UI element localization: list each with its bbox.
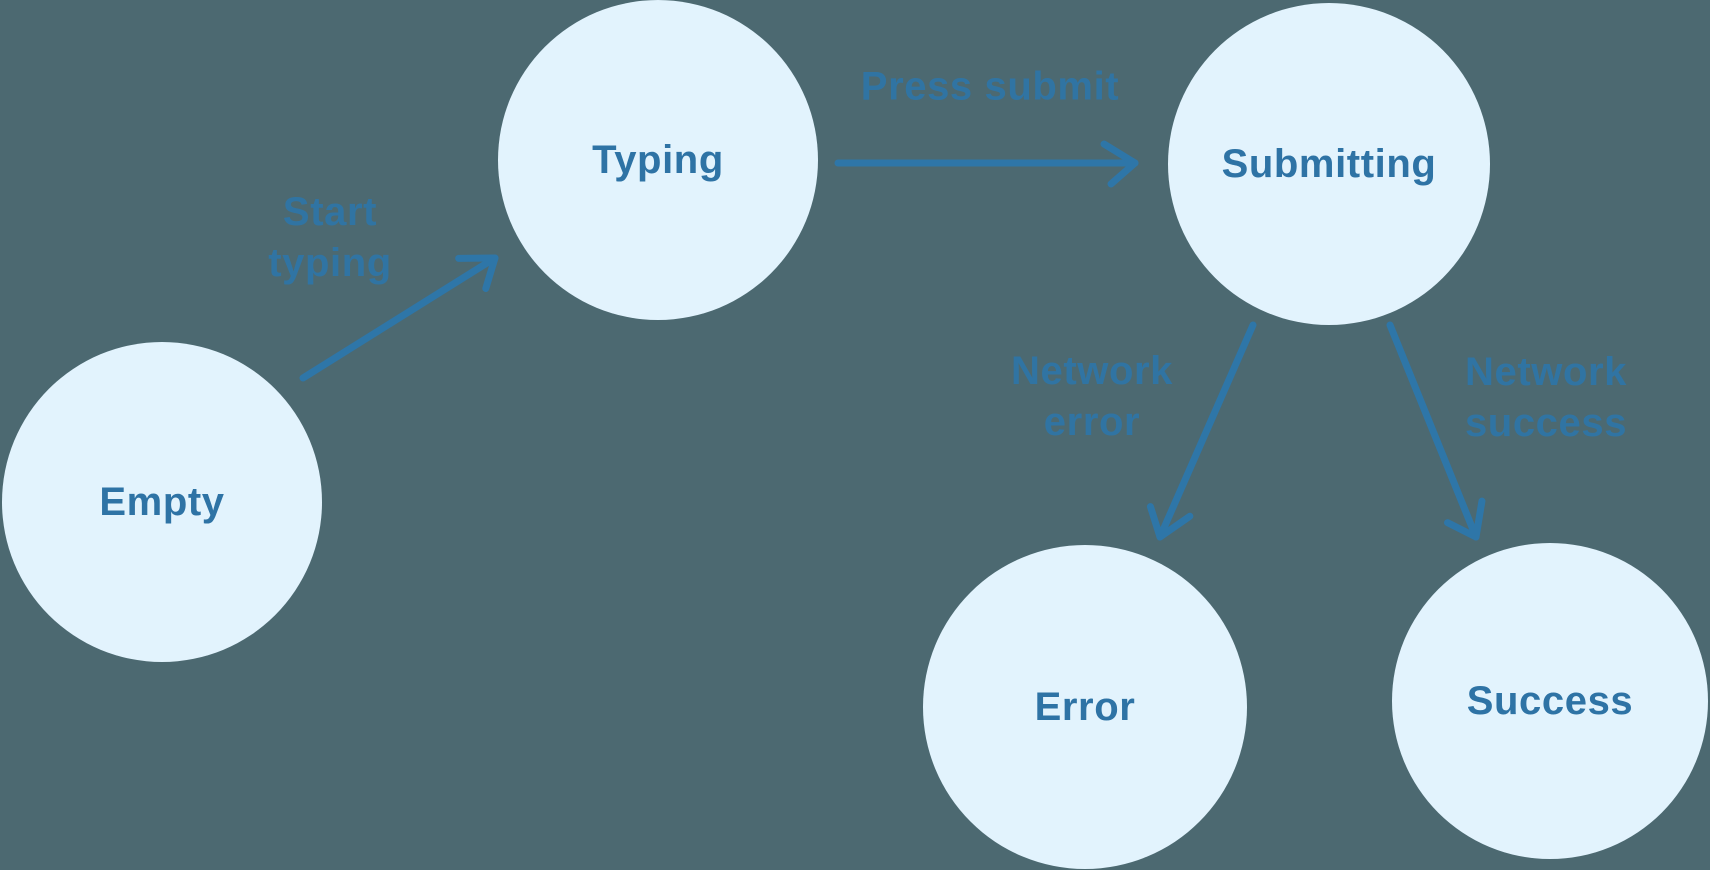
state-node-label: Empty [99,479,225,524]
state-node-label: Submitting [1221,141,1437,186]
edge-submitting-to-error-arrow [1146,321,1257,541]
edge-label-network-success: Network success [1465,347,1627,449]
edge-submitting-to-success-arrow [1386,321,1486,541]
edge-label-line: Network [1010,348,1174,393]
state-node-empty: Empty [2,342,322,662]
edge-label-line: typing [268,241,392,285]
state-node-success: Success [1392,543,1708,859]
edge-label-line: Start [282,189,378,234]
state-node-label: Error [1034,684,1136,729]
edge-label-line: Network [1464,349,1627,394]
edge-label-line: error [1043,400,1141,444]
edge-label-start-typing: Start typing [268,187,392,289]
state-node-label: Typing [592,137,724,182]
state-node-submitting: Submitting [1168,3,1490,325]
state-node-label: Success [1466,678,1634,723]
edge-label-line: success [1464,401,1628,445]
state-node-error: Error [923,545,1247,869]
state-node-typing: Typing [498,0,818,320]
edge-label-network-error: Network error [1011,346,1173,448]
edge-empty-to-typing-arrow [299,254,499,382]
edge-label-press-submit: Press submit [861,61,1119,112]
edge-label-line: Press submit [860,64,1120,109]
